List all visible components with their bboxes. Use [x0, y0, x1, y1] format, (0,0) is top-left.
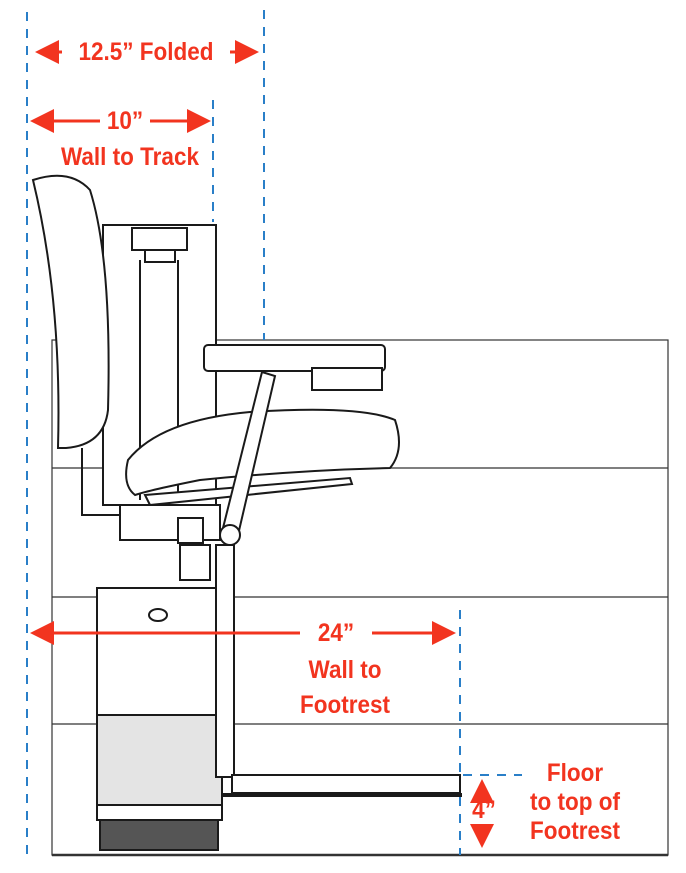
guide-lines [26, 10, 522, 855]
footrest [231, 774, 461, 794]
wall-to-footrest-value: 24” [317, 619, 355, 647]
folded-label: 12.5” Folded [74, 37, 218, 67]
floor-to-footrest-line2: to top of [530, 788, 620, 816]
floor-to-footrest-value: 4” [472, 796, 496, 824]
stairlift-chair [31, 174, 462, 851]
floor-to-footrest-line1: Floor [546, 759, 604, 787]
folded-text: Folded [139, 38, 214, 66]
wall-to-footrest-line1: Wall to [308, 656, 382, 684]
dimension-arrows [30, 40, 494, 848]
backrest [31, 174, 110, 449]
floor-to-footrest-line3: Footrest [530, 817, 620, 845]
wall-to-track-label: Wall to Track [61, 143, 199, 171]
seat [125, 408, 400, 497]
folded-value: 12.5” [78, 38, 134, 66]
armrest [203, 344, 386, 372]
wall-to-track-value: 10” [106, 107, 144, 135]
wall-to-footrest-line2: Footrest [300, 691, 390, 719]
